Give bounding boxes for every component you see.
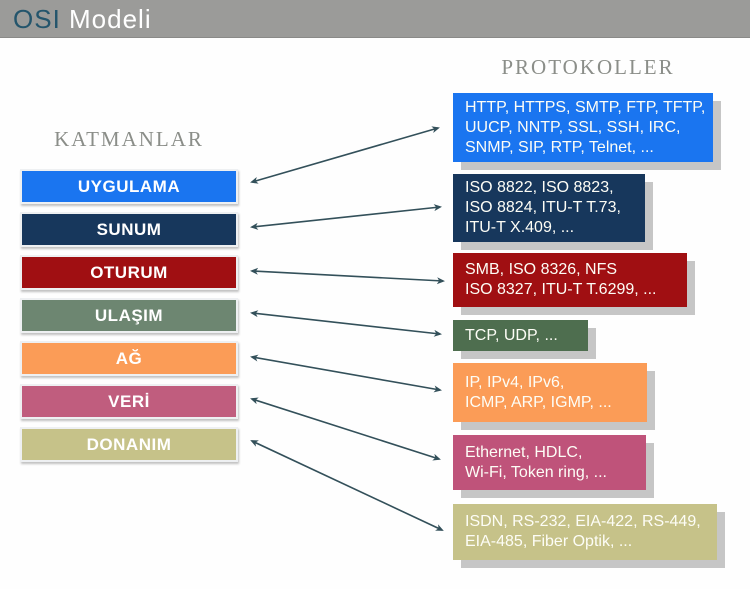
protocol-text-line: UUCP, NNTP, SSL, SSH, IRC, [465, 118, 681, 136]
layer-box: SUNUM [20, 212, 238, 247]
layer-box: VERİ [20, 384, 238, 419]
page-title: OSI Modeli [13, 0, 152, 37]
protocol-box: ISO 8822, ISO 8823, ISO 8824, ITU-T T.73,… [453, 174, 645, 242]
protocol-text-line: Wi-Fi, Token ring, ... [465, 463, 607, 481]
protocol-box: ISDN, RS-232, EIA-422, RS-449, EIA-485, F… [453, 504, 717, 560]
connector-donanim [250, 440, 444, 531]
connector-oturum [250, 267, 445, 285]
layer-label: OTURUM [90, 262, 168, 282]
layer-box: DONANIM [20, 427, 238, 462]
protocol-box: IP, IPv4, IPv6, ICMP, ARP, IGMP, ... [453, 363, 647, 422]
layer-label: SUNUM [96, 219, 162, 239]
protocol-text-line: ISO 8824, ITU-T T.73, [465, 199, 621, 216]
connector-ag [250, 354, 442, 393]
protocol-box: HTTP, HTTPS, SMTP, FTP, TFTP, UUCP, NNTP,… [453, 93, 713, 162]
protocol-text-line: ISDN, RS-232, EIA-422, RS-449, [465, 513, 701, 530]
connector-uygulama [250, 126, 440, 184]
layer-box: ULAŞIM [20, 298, 238, 333]
protocol-box: Ethernet, HDLC, Wi-Fi, Token ring, ... [453, 435, 646, 490]
protocol-text-line: ICMP, ARP, IGMP, ... [465, 393, 612, 411]
protocols-column-heading: PROTOKOLLER [501, 55, 675, 79]
page-title-accent: OSI [13, 4, 61, 34]
protocol-text-line: HTTP, HTTPS, SMTP, FTP, TFTP, [465, 98, 706, 116]
layer-box: OTURUM [20, 255, 238, 290]
connector-veri [250, 397, 441, 461]
protocol-text-line: EIA-485, Fiber Optik, ... [465, 533, 633, 550]
layer-box: AĞ [20, 341, 238, 376]
layer-label: DONANIM [86, 434, 172, 454]
layer-label: VERİ [108, 391, 150, 411]
layer-label: AĞ [115, 348, 143, 368]
protocol-text-line: Ethernet, HDLC, [465, 443, 583, 461]
layer-label: ULAŞIM [94, 305, 164, 325]
protocol-text-line: SNMP, SIP, RTP, Telnet, ... [465, 138, 654, 156]
protocol-text-line: ISO 8327, ITU-T T.6299, ... [465, 281, 657, 298]
connector-sunum [250, 204, 442, 230]
page-title-rest: Modeli [60, 4, 152, 34]
layer-box: UYGULAMA [20, 169, 238, 204]
protocol-text-line: ITU-T X.409, ... [465, 219, 575, 236]
title-bar: OSI Modeli [0, 0, 750, 38]
protocol-box: TCP, UDP, ... [453, 320, 588, 351]
protocol-text-line: SMB, ISO 8326, NFS [465, 261, 618, 278]
protocol-text-line: ISO 8822, ISO 8823, [465, 179, 614, 196]
protocol-text-line: TCP, UDP, ... [465, 326, 558, 344]
layer-label: UYGULAMA [77, 176, 181, 196]
layers-column-heading: KATMANLAR [54, 127, 204, 151]
connector-ulasim [250, 310, 442, 337]
protocol-text-line: IP, IPv4, IPv6, [465, 373, 565, 391]
protocol-box: SMB, ISO 8326, NFS ISO 8327, ITU-T T.6299… [453, 253, 687, 307]
